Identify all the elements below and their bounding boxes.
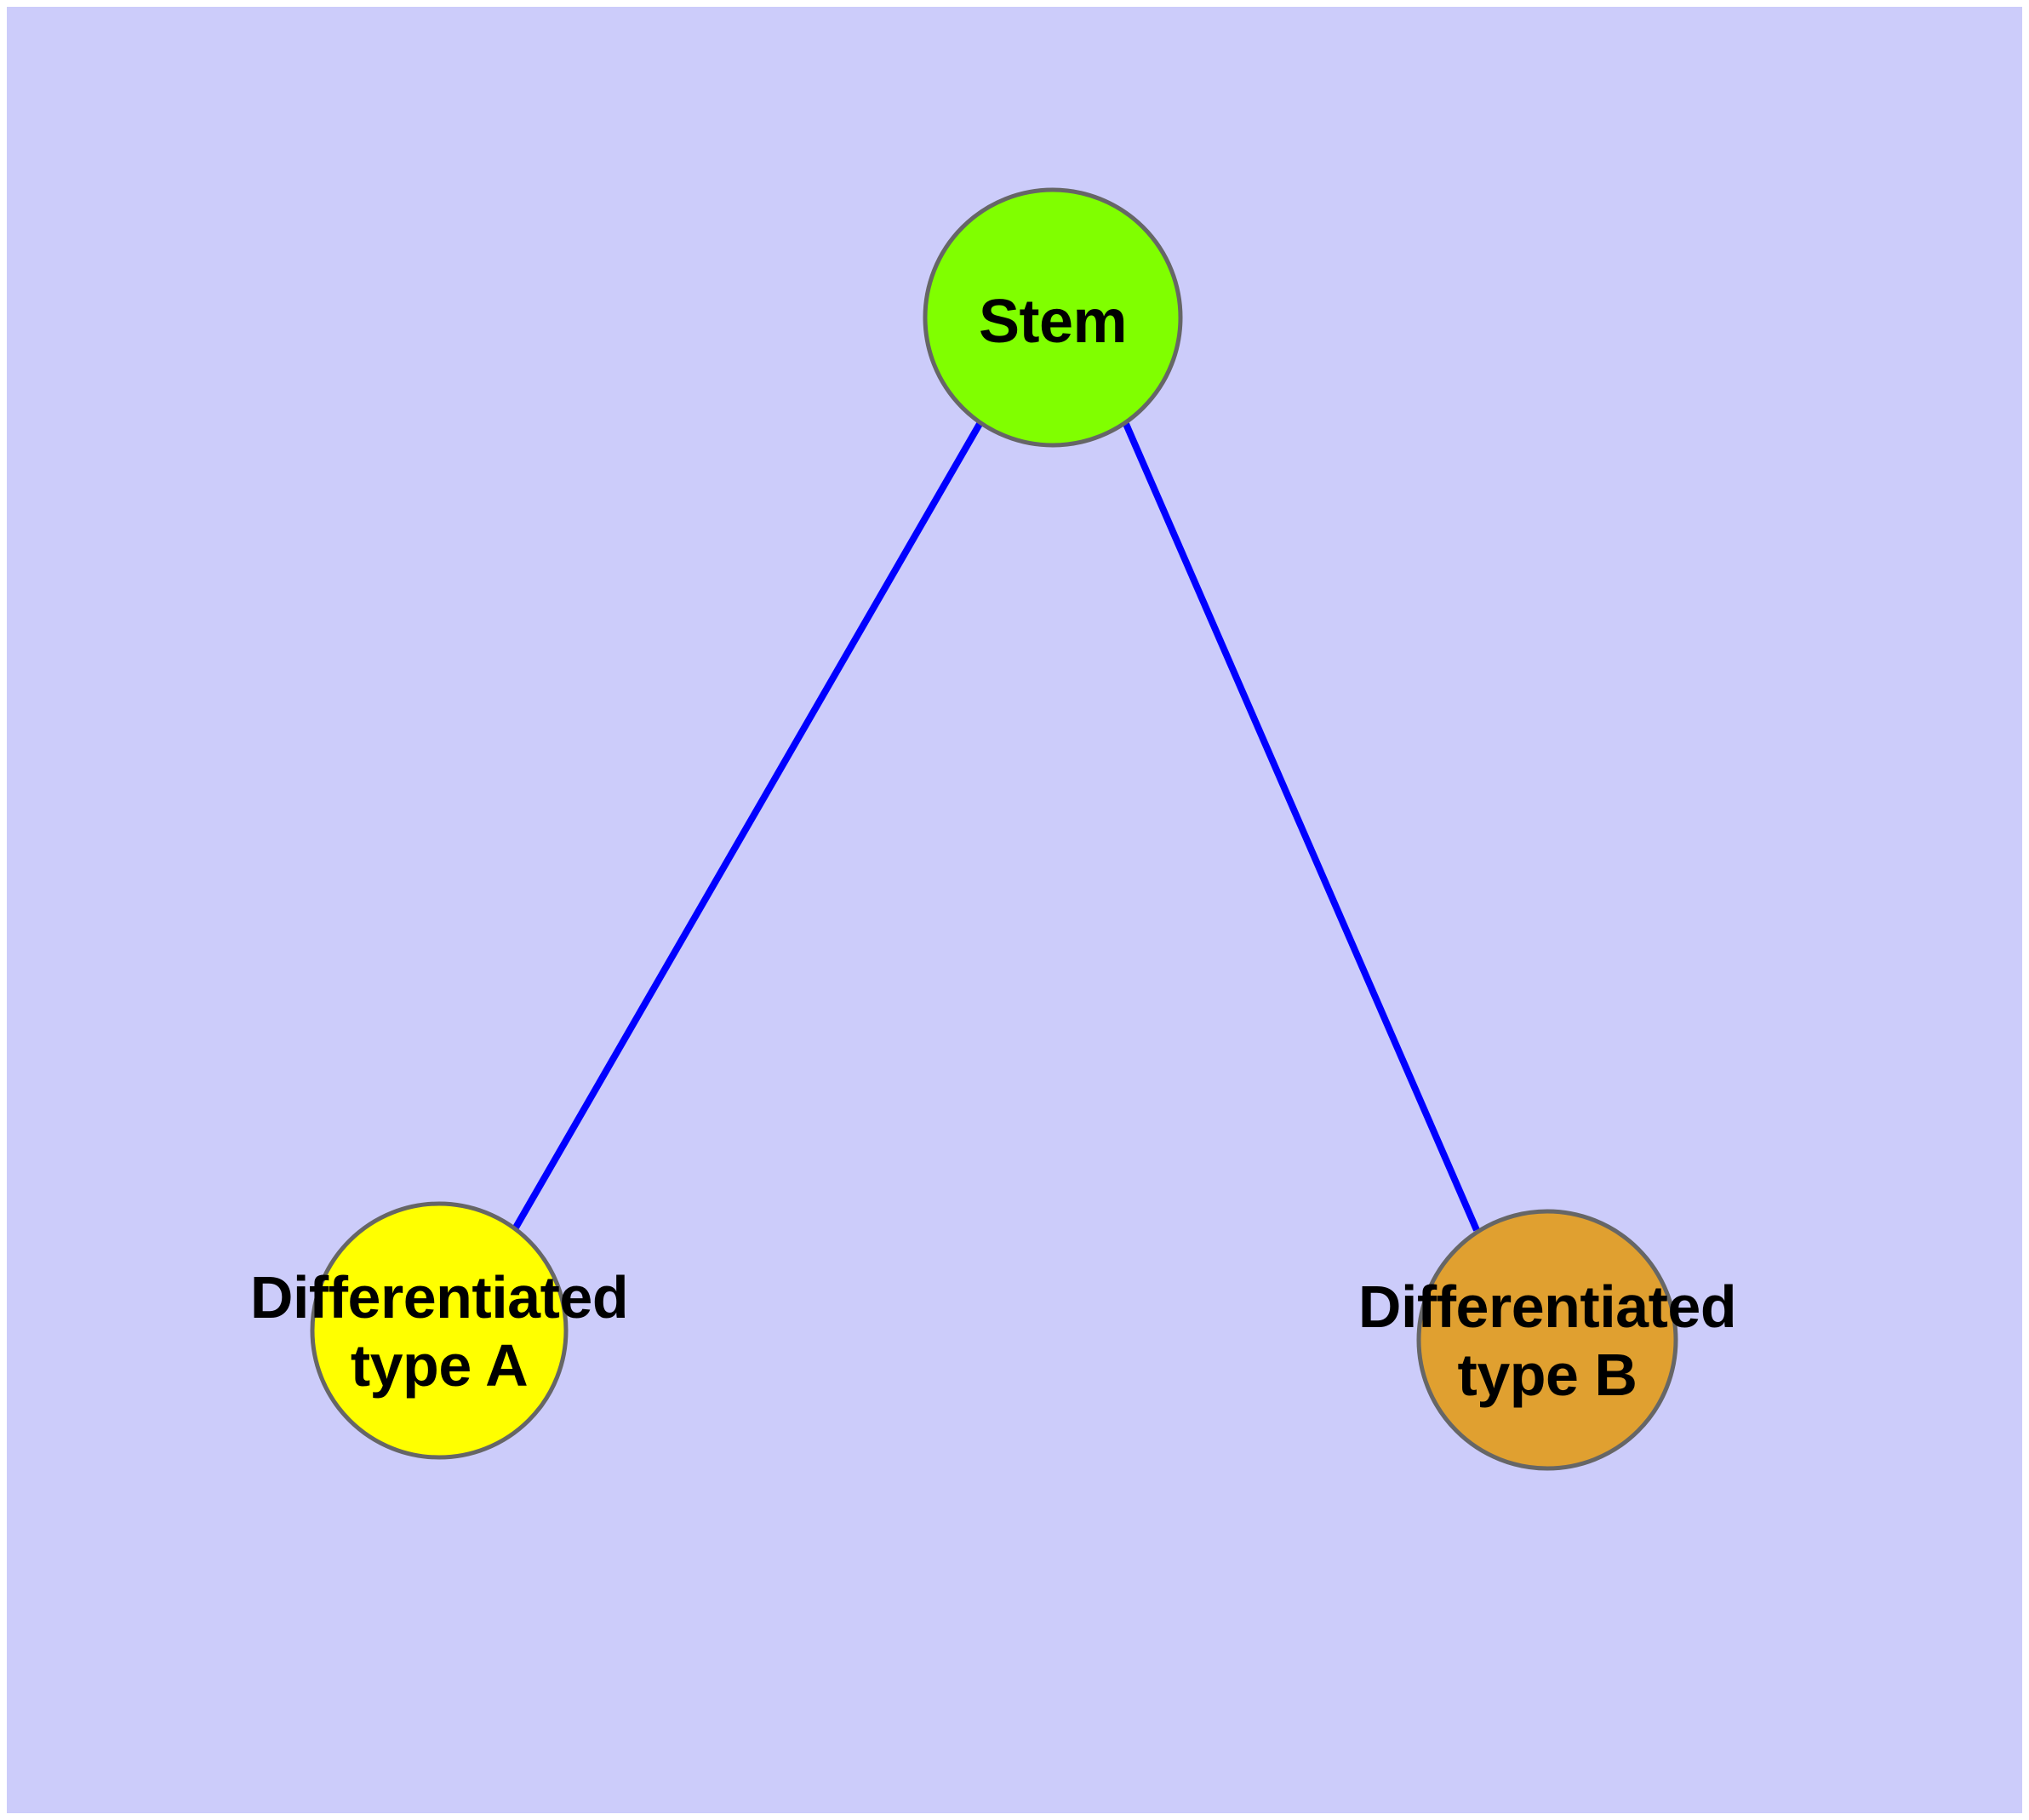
node-differentiated-type-a[interactable] (310, 1201, 569, 1460)
node-stem[interactable] (923, 187, 1183, 448)
node-layer (310, 187, 1678, 1471)
edge-stem-to-differentiated-type-a[interactable] (512, 422, 983, 1229)
edge-stem-to-differentiated-type-b[interactable] (1123, 422, 1480, 1232)
node-differentiated-type-b[interactable] (1416, 1209, 1678, 1471)
edge-layer (512, 422, 1480, 1232)
